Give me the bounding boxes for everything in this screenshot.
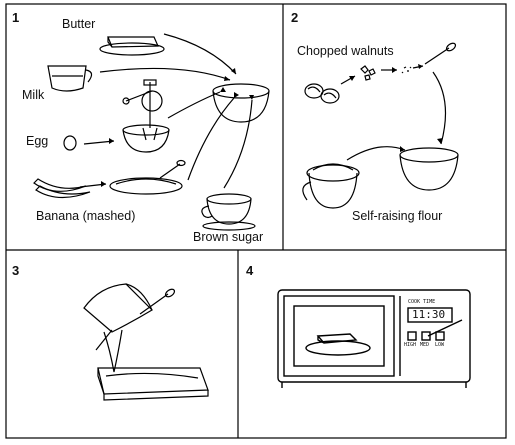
flour-label: Self-raising flour bbox=[352, 209, 443, 223]
step-2-panel: 2 bbox=[283, 0, 515, 250]
cake-plate-icon bbox=[305, 333, 371, 356]
microwave-body bbox=[277, 289, 471, 383]
cook-time-label: COOK TIME bbox=[408, 299, 436, 305]
butter-label: Butter bbox=[62, 17, 96, 31]
egg-beater-icon bbox=[122, 79, 163, 141]
microwave-window bbox=[293, 305, 385, 367]
ingredient-arrows bbox=[79, 33, 253, 189]
low-button bbox=[435, 331, 445, 341]
step-1-panel: 1 bbox=[0, 0, 283, 250]
step-3-number: 3 bbox=[12, 263, 20, 278]
microwave-illustration bbox=[277, 289, 471, 388]
bananas-icon bbox=[33, 178, 91, 199]
flour-cup-icon bbox=[302, 163, 360, 209]
step-3-illustration bbox=[83, 283, 209, 401]
step-4-panel: 4 COOK TIME 11:30 HIGH MED LOW bbox=[238, 250, 515, 445]
brown-sugar-cup-icon bbox=[201, 193, 256, 231]
med-button-label: MED bbox=[420, 342, 430, 348]
step-3-panel: 3 bbox=[0, 250, 238, 445]
step-1-number: 1 bbox=[12, 10, 20, 25]
banana-label: Banana (mashed) bbox=[36, 209, 136, 223]
milk-label: Milk bbox=[22, 88, 45, 102]
walnut-flour-bowl-icon bbox=[399, 147, 459, 191]
egg-label: Egg bbox=[26, 134, 49, 148]
mashed-banana-plate-icon bbox=[109, 159, 186, 195]
egg-icon bbox=[63, 135, 77, 151]
mixing-bowl-icon bbox=[122, 124, 170, 153]
low-button-label: LOW bbox=[435, 342, 445, 348]
high-button bbox=[407, 331, 417, 341]
high-button-label: HIGH bbox=[404, 342, 417, 348]
baking-tin-icon bbox=[97, 367, 209, 401]
step-4-number: 4 bbox=[246, 263, 254, 278]
time-display bbox=[407, 307, 453, 323]
butter-icon bbox=[99, 36, 165, 56]
chopped-walnut-pieces-icon bbox=[360, 65, 376, 81]
cook-time-value: 11:30 bbox=[412, 308, 446, 321]
brown-sugar-label: Brown sugar bbox=[193, 230, 264, 244]
batter-stream-icon bbox=[103, 329, 123, 373]
step-2-illustration bbox=[302, 42, 459, 209]
microwave-door bbox=[283, 295, 395, 377]
milk-jug-icon bbox=[47, 65, 93, 92]
med-button bbox=[421, 331, 431, 341]
target-bowl-icon bbox=[212, 83, 270, 123]
walnuts-icon bbox=[304, 83, 340, 104]
step-2-number: 2 bbox=[291, 10, 299, 25]
walnuts-label: Chopped walnuts bbox=[297, 44, 394, 58]
step-1-illustration bbox=[33, 33, 270, 231]
step-2-arrows bbox=[340, 65, 447, 161]
spoon-icon bbox=[424, 42, 457, 65]
pouring-saucepan-icon bbox=[83, 283, 153, 351]
spoon-icon bbox=[139, 288, 176, 315]
walnut-crumbs-icon bbox=[401, 66, 412, 74]
